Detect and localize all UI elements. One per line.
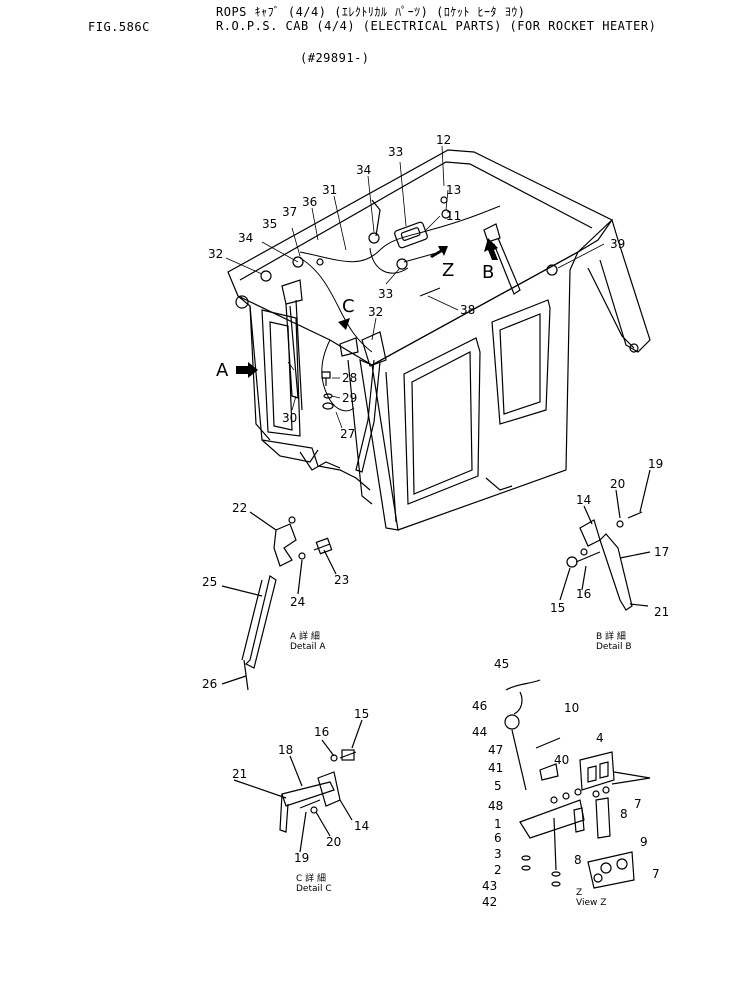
callout: 34: [356, 163, 371, 177]
callout: 47: [488, 743, 503, 757]
callout: 36: [302, 195, 317, 209]
callout: 38: [460, 303, 475, 317]
view-z-caption-jp: Z: [576, 888, 583, 898]
callout: 14: [354, 819, 369, 833]
view-marker-b: B: [482, 262, 494, 283]
view-z-drawing: [504, 679, 651, 889]
detail-c-caption-jp: C 詳 細: [296, 874, 327, 884]
cab-frame: [227, 149, 651, 531]
view-z-caption: Z View Z: [576, 888, 606, 908]
serial-range: (#29891-): [300, 51, 370, 65]
detail-b-caption-jp: B 詳 細: [596, 632, 626, 642]
switch-11: [394, 221, 428, 249]
callout: 26: [202, 677, 217, 691]
callout: 27: [340, 427, 355, 441]
detail-b-drawing: [559, 469, 651, 611]
callout: 21: [654, 605, 669, 619]
detail-c-caption-en: Detail C: [296, 884, 332, 894]
callout: 18: [278, 743, 293, 757]
callout: 11: [446, 209, 461, 223]
detail-a-drawing: [221, 511, 337, 691]
callout: 2: [494, 863, 502, 877]
callout: 14: [576, 493, 591, 507]
callout: 6: [494, 831, 502, 845]
callout: 32: [208, 247, 223, 261]
callout: 33: [388, 145, 403, 159]
callout: 30: [282, 411, 297, 425]
callout: 41: [488, 761, 503, 775]
arrow-a: [236, 362, 258, 378]
callout: 4: [596, 731, 604, 745]
callout: 12: [436, 133, 451, 147]
title-english: R.O.P.S. CAB (4/4) (ELECTRICAL PARTS) (F…: [216, 19, 657, 33]
callout: 35: [262, 217, 277, 231]
callout: 19: [294, 851, 309, 865]
callout: 15: [354, 707, 369, 721]
arrow-b: [484, 238, 498, 260]
callout: 8: [574, 853, 582, 867]
arrow-z: [430, 246, 448, 258]
callout: 25: [202, 575, 217, 589]
callout: 33: [378, 287, 393, 301]
callout: 46: [472, 699, 487, 713]
detail-a-caption-jp: A 詳 細: [290, 632, 320, 642]
callout: 48: [488, 799, 503, 813]
callout: 20: [326, 835, 341, 849]
title-japanese: ROPS ｷｬﾌﾞ (4/4) (ｴﾚｸﾄﾘｶﾙ ﾊﾟｰﾂ) (ﾛｹｯﾄ ﾋｰﾀ…: [216, 5, 526, 19]
callout: 16: [576, 587, 591, 601]
view-marker-z: Z: [442, 260, 454, 281]
callout: 28: [342, 371, 357, 385]
view-marker-a: A: [216, 360, 229, 381]
clip-34-top: [368, 232, 380, 244]
callout: 45: [494, 657, 509, 671]
callout: 34: [238, 231, 253, 245]
detail-b-caption-en: Detail B: [596, 642, 632, 652]
detail-c-drawing: [233, 719, 363, 853]
detail-a-caption-en: Detail A: [290, 642, 326, 652]
callout: 42: [482, 895, 497, 909]
callout: 7: [634, 797, 642, 811]
callout: 44: [472, 725, 487, 739]
view-letters: A C B Z: [216, 260, 494, 381]
detail-b-caption: B 詳 細 Detail B: [596, 632, 632, 652]
view-marker-c: C: [342, 296, 355, 317]
callout: 40: [554, 753, 569, 767]
callout: 20: [610, 477, 625, 491]
callout: 39: [610, 237, 625, 251]
callout: 8: [620, 807, 628, 821]
callout: 37: [282, 205, 297, 219]
callout: 15: [550, 601, 565, 615]
figure-number: FIG.586C: [88, 20, 150, 34]
bolts-27-29: [321, 371, 334, 410]
callout: 16: [314, 725, 329, 739]
roof-components: [235, 196, 558, 473]
callout: 10: [564, 701, 579, 715]
view-arrows: [236, 238, 498, 378]
callout: 7: [652, 867, 660, 881]
callout: 13: [446, 183, 461, 197]
callout: 23: [334, 573, 349, 587]
detail-c-caption: C 詳 細 Detail C: [296, 874, 332, 894]
callout: 21: [232, 767, 247, 781]
callout: 31: [322, 183, 337, 197]
callout: 3: [494, 847, 502, 861]
callout: 17: [654, 545, 669, 559]
callout: 29: [342, 391, 357, 405]
callout: 9: [640, 835, 648, 849]
view-z-caption-en: View Z: [576, 898, 607, 908]
callout: 22: [232, 501, 247, 515]
callout-labels: 12 13 11 33 34 31 36 37 35 34 32 33 38 3…: [202, 133, 669, 909]
callout: 32: [368, 305, 383, 319]
leader-lines: [225, 145, 605, 429]
callout: 43: [482, 879, 497, 893]
callout: 1: [494, 817, 502, 831]
callout: 19: [648, 457, 663, 471]
callout: 5: [494, 779, 502, 793]
callout: 24: [290, 595, 305, 609]
wiring-harness: [299, 205, 501, 412]
detail-a-caption: A 詳 細 Detail A: [290, 632, 326, 652]
